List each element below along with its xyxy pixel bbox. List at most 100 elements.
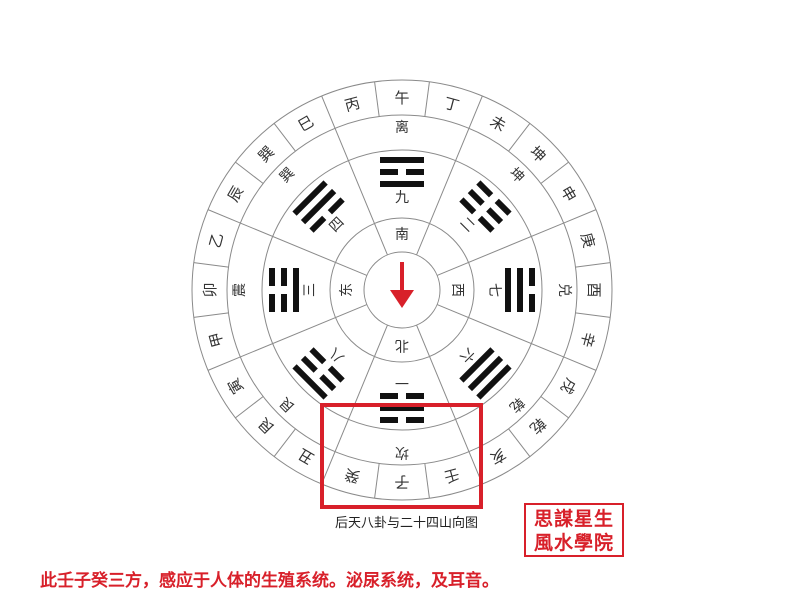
outer-divider [508, 123, 531, 152]
direction-label: 南 [395, 227, 409, 243]
yin-line [529, 294, 535, 312]
seal-line-2: 風水學院 [533, 532, 614, 554]
outer-ring-label: 乾 [526, 414, 549, 437]
outer-divider [207, 356, 241, 371]
outer-ring-label: 戌 [557, 375, 580, 397]
yang-line [292, 364, 328, 400]
sector-divider [436, 304, 564, 358]
outer-divider [193, 262, 229, 268]
yin-line [494, 198, 512, 216]
outer-divider [508, 428, 531, 457]
outer-divider [575, 262, 611, 268]
outer-ring-label: 申 [557, 183, 580, 205]
outer-divider [374, 463, 380, 499]
number-label: 四 [326, 214, 347, 235]
trigram-symbol [459, 180, 512, 233]
trigram-symbol [380, 393, 424, 423]
trigram-symbols [269, 157, 535, 423]
trigram-name-label: 坤 [506, 165, 527, 186]
ring-circle [261, 149, 543, 431]
yang-line [380, 405, 424, 411]
yin-line [406, 417, 424, 423]
sector-divider [416, 128, 470, 256]
yang-line [505, 268, 511, 312]
sector-divider [240, 222, 368, 276]
yin-line [476, 180, 494, 198]
outer-ring-label: 辰 [224, 183, 247, 205]
yin-line [269, 268, 275, 286]
yin-line [269, 294, 275, 312]
yin-line [467, 188, 485, 206]
yin-line [406, 169, 424, 175]
yang-line [476, 364, 512, 400]
yang-line [293, 268, 299, 312]
outer-divider [575, 312, 611, 318]
seal-line-1: 思謀星生 [533, 508, 614, 530]
outer-ring-label: 亥 [487, 445, 509, 468]
outer-ring-label: 子 [394, 473, 409, 491]
outer-ring-label: 辛 [577, 330, 598, 349]
outer-divider [563, 356, 597, 371]
trigram-symbol [292, 347, 345, 400]
north-arrow-icon [390, 262, 414, 308]
outer-divider [273, 428, 296, 457]
outer-divider [468, 95, 483, 129]
outer-divider [540, 161, 569, 184]
school-seal: 思謀星生 風水學院 [524, 503, 624, 557]
direction-label: 北 [395, 337, 409, 353]
number-label: 七 [486, 283, 502, 297]
kan-highlight-box [320, 403, 483, 509]
outer-ring-label: 酉 [585, 282, 603, 297]
number-label: 九 [395, 190, 409, 206]
outer-ring-label: 丑 [295, 445, 317, 468]
outer-ring-label: 壬 [442, 465, 461, 486]
yang-line [380, 157, 424, 163]
yin-line [319, 374, 337, 392]
yin-line [309, 347, 327, 365]
outer-divider [235, 396, 264, 419]
footer-note: 此壬子癸三方，感应于人体的生殖系统。泌尿系统，及耳音。 [40, 571, 499, 591]
outer-ring-label: 卯 [201, 282, 219, 297]
outer-divider [424, 463, 430, 499]
trigram-name-label: 巽 [277, 165, 298, 186]
yang-line [459, 347, 495, 383]
ring-circle [329, 217, 475, 363]
outer-divider [540, 396, 569, 419]
outer-divider [374, 81, 380, 117]
yin-line [380, 417, 398, 423]
outer-ring-label: 丁 [442, 94, 461, 115]
trigram-name-label: 乾 [506, 394, 527, 415]
sector-divider [334, 128, 388, 256]
number-label: 六 [456, 344, 477, 365]
outer-ring-label: 坤 [526, 143, 549, 166]
trigram-symbol [269, 268, 299, 312]
yang-line [292, 180, 328, 216]
yin-line [380, 169, 398, 175]
trigram-symbol [505, 268, 535, 312]
trigram-name-label: 震 [232, 283, 248, 297]
yin-line [406, 393, 424, 399]
trigram-symbol [459, 347, 512, 400]
outer-ring-label: 未 [487, 112, 509, 135]
direction-label: 西 [449, 283, 465, 297]
outer-ring-label: 寅 [224, 375, 247, 397]
ring-circle [363, 251, 441, 329]
yin-line [309, 215, 327, 233]
sector-divider [240, 304, 368, 358]
sector-divider [334, 324, 388, 452]
outer-ring-label: 庚 [577, 231, 598, 250]
yin-line [529, 268, 535, 286]
outer-ring-label: 癸 [343, 465, 362, 486]
yin-line [380, 393, 398, 399]
outer-divider [321, 95, 336, 129]
yin-line [281, 268, 287, 286]
number-label: 二 [456, 214, 477, 235]
yin-line [281, 294, 287, 312]
outer-divider [193, 312, 229, 318]
outer-divider [207, 209, 241, 224]
outer-divider [563, 209, 597, 224]
outer-ring-label: 巽 [255, 143, 278, 166]
outer-divider [235, 161, 264, 184]
